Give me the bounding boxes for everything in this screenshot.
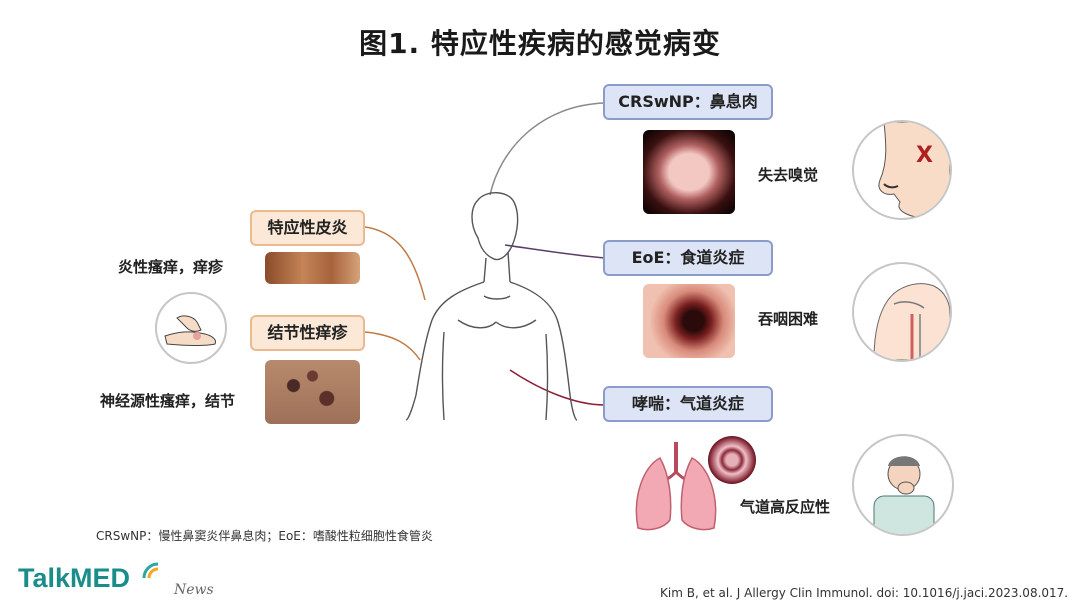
nose-no-smell-icon: X: [852, 120, 952, 220]
skin-photo-prurigo-nodularis: [265, 360, 360, 424]
broadcast-icon: [142, 562, 159, 579]
coughing-person-icon: [852, 434, 954, 536]
endoscopy-photo-nasal-polyp: [643, 130, 735, 214]
logo-news: News: [174, 582, 214, 598]
symptom-airway-hyperresponsiveness: 气道高反应性: [740, 498, 831, 516]
connector-eoe: [504, 244, 606, 259]
abbreviation-footnote: CRSwNP：慢性鼻窦炎伴鼻息肉；EoE：嗜酸性粒细胞性食管炎: [96, 529, 433, 543]
endoscopy-photo-esophagus: [643, 284, 735, 358]
symptom-inflammatory-itch: 炎性瘙痒，痒疹: [118, 258, 224, 276]
connector-ad: [364, 226, 426, 301]
symptom-dysphagia: 吞咽困难: [758, 310, 819, 328]
symptom-loss-of-smell: 失去嗅觉: [758, 166, 819, 184]
citation: Kim B, et al. J Allergy Clin Immunol. do…: [660, 586, 1069, 600]
human-body-outline: [405, 192, 578, 421]
condition-crswnp: CRSwNP：鼻息肉: [603, 84, 773, 120]
connector-asthma: [509, 369, 606, 406]
connector-crswnp: [489, 102, 606, 196]
connector-pn: [364, 331, 421, 361]
figure-title: 图1. 特应性疾病的感觉病变: [359, 27, 721, 60]
talkmed-logo: TalkMED: [18, 563, 130, 594]
throat-swallowing-icon: [852, 262, 952, 362]
skin-photo-atopic-dermatitis: [265, 252, 360, 284]
symptom-neurogenic-itch: 神经源性瘙痒，结节: [100, 392, 236, 410]
logo-brand: TalkMED: [18, 563, 131, 593]
condition-asthma: 哮喘：气道炎症: [603, 386, 773, 422]
svg-text:X: X: [916, 143, 933, 168]
airway-cross-section-icon: [708, 436, 756, 484]
lungs-icon: [626, 436, 726, 536]
condition-prurigo-nodularis: 结节性痒疹: [250, 315, 365, 351]
scratching-hand-icon: [155, 292, 227, 364]
condition-atopic-dermatitis: 特应性皮炎: [250, 210, 365, 246]
condition-eoe: EoE：食道炎症: [603, 240, 773, 276]
